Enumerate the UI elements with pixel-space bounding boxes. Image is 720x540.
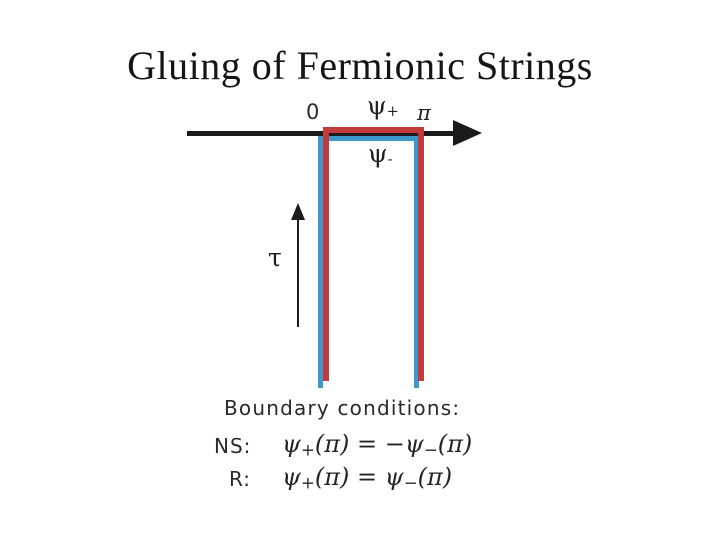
ns-sector-label: NS: bbox=[214, 434, 252, 458]
r-eq-rhs-sub: − bbox=[403, 472, 418, 493]
tau-axis-line bbox=[297, 212, 299, 327]
red-string-worldsheet bbox=[323, 127, 424, 381]
r-boundary-equation: ψ+(π) = ψ−(π) bbox=[282, 463, 452, 492]
psi-minus-base: ψ bbox=[368, 139, 388, 168]
boundary-conditions-heading: Boundary conditions: bbox=[224, 396, 461, 420]
blue-string-worldsheet bbox=[318, 136, 419, 388]
psi-minus-label: ψ- bbox=[368, 139, 393, 168]
ns-eq-tail: (π) bbox=[437, 430, 473, 458]
sigma-axis-line bbox=[187, 131, 454, 136]
slide-title: Gluing of Fermionic Strings bbox=[127, 43, 593, 88]
tau-label: τ bbox=[268, 243, 282, 272]
axis-origin-label: 0 bbox=[306, 100, 320, 124]
ns-eq-rhs-sub: − bbox=[423, 439, 438, 460]
r-eq-lhs-base: ψ bbox=[282, 463, 301, 491]
tau-axis-arrowhead-icon bbox=[291, 203, 305, 220]
ns-eq-lhs-base: ψ bbox=[282, 430, 301, 458]
r-eq-mid: (π) = ψ bbox=[314, 463, 404, 491]
psi-plus-base: ψ bbox=[367, 91, 387, 120]
r-eq-tail: (π) bbox=[417, 463, 453, 491]
ns-eq-mid: (π) = −ψ bbox=[314, 430, 424, 458]
ns-eq-lhs-sub: + bbox=[300, 439, 315, 460]
psi-plus-label: ψ+ bbox=[367, 91, 399, 120]
ns-boundary-equation: ψ+(π) = −ψ−(π) bbox=[282, 430, 472, 459]
r-eq-lhs-sub: + bbox=[300, 472, 315, 493]
axis-pi-label: π bbox=[417, 101, 431, 125]
psi-plus-sub: + bbox=[386, 104, 399, 121]
sigma-axis-arrowhead-icon bbox=[453, 120, 482, 146]
r-sector-label: R: bbox=[229, 467, 252, 491]
psi-minus-sub: - bbox=[387, 152, 393, 169]
